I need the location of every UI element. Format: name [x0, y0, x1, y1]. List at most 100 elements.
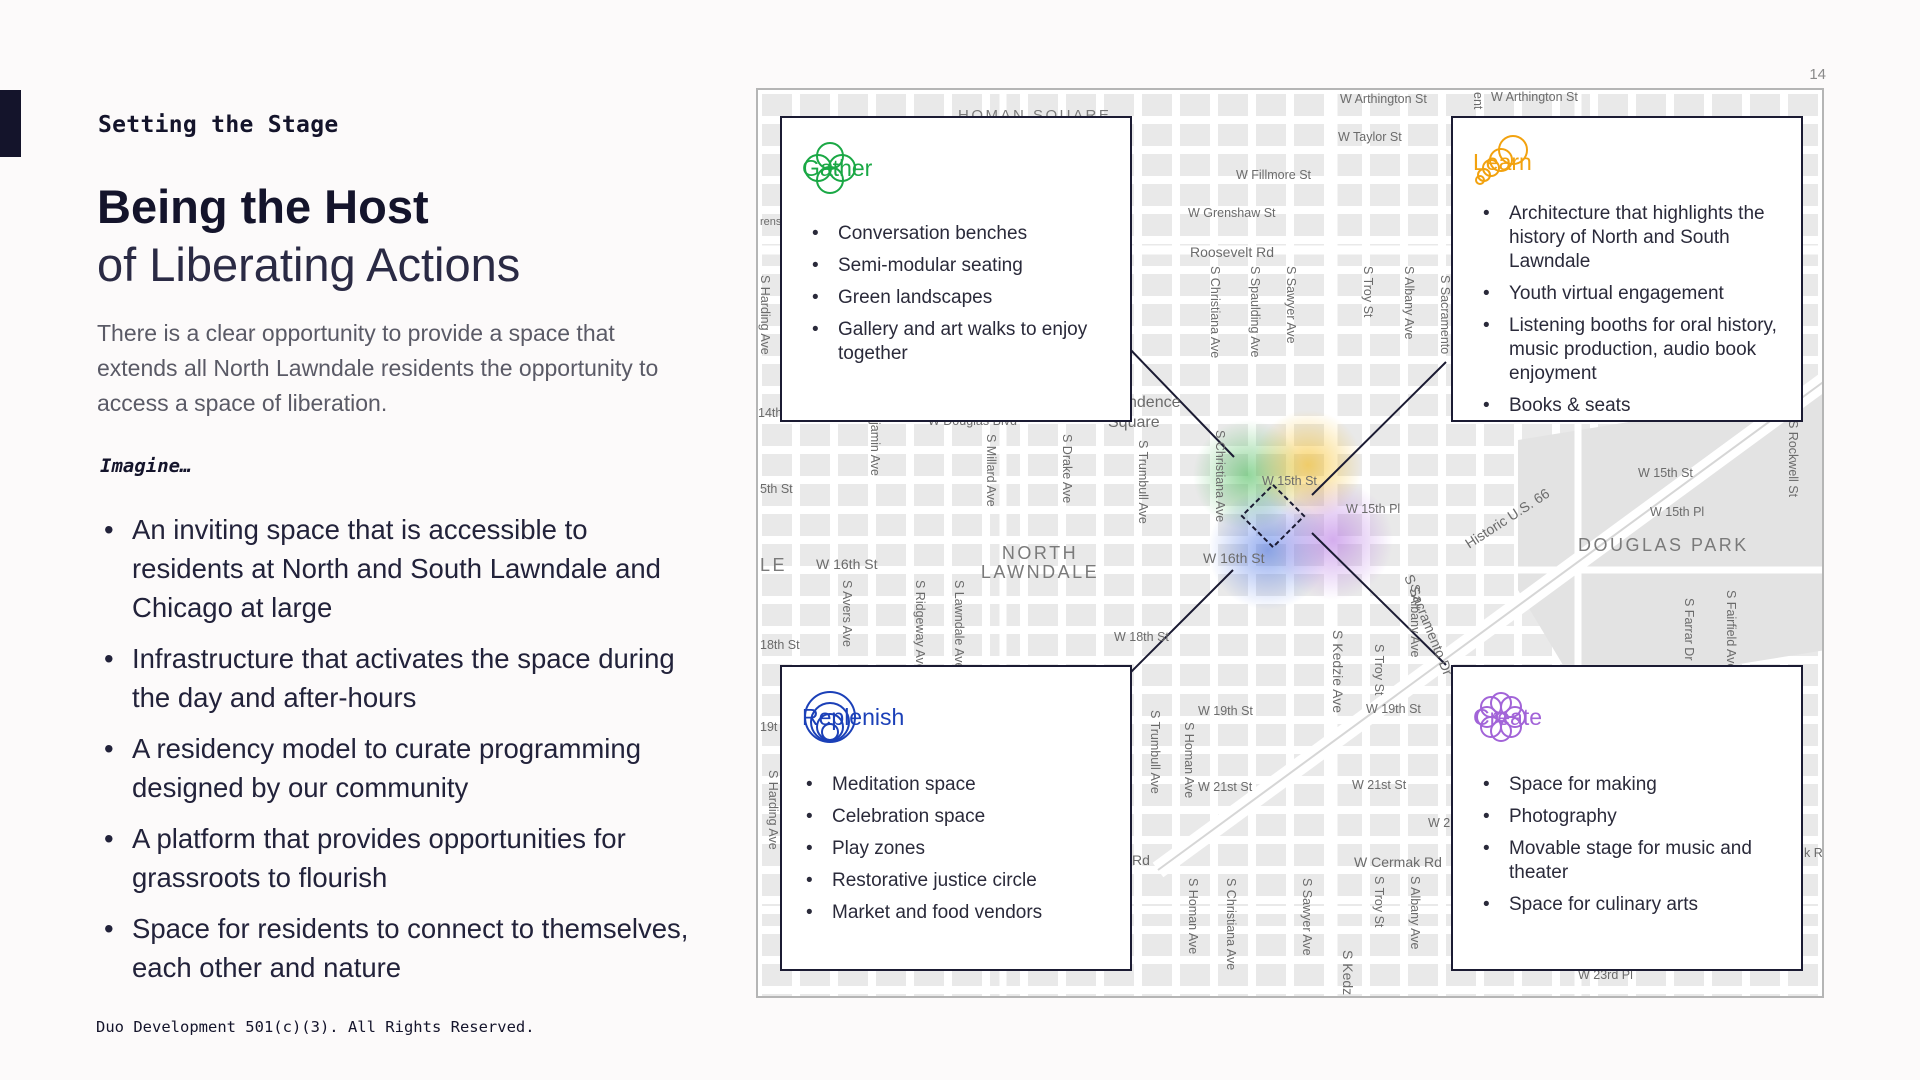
street-label: S Trumbull Ave [1136, 440, 1150, 524]
street-label: S Troy St [1372, 876, 1386, 928]
street-label: 5th St [760, 482, 793, 496]
street-label: W 16th St [816, 556, 878, 572]
street-label: S Kedz [1340, 950, 1356, 996]
learn-list: Architecture that highlights the history… [1481, 202, 1781, 426]
street-label: S Albany Ave [1402, 266, 1416, 340]
interlocking-circles-icon [804, 142, 856, 194]
create-card: Create Space for making Photography Mova… [1451, 665, 1803, 971]
create-header: Create [1473, 689, 1542, 745]
street-label: 18th St [760, 638, 800, 652]
list-item: A residency model to curate programming … [100, 729, 690, 807]
list-item: Youth virtual engagement [1481, 282, 1781, 306]
area-label: DOUGLAS PARK [1578, 535, 1749, 555]
list-item: Architecture that highlights the history… [1481, 202, 1781, 274]
street-label: ent [1471, 92, 1485, 110]
street-label: W 21st St [1352, 778, 1407, 792]
list-item: Movable stage for music and theater [1481, 837, 1781, 885]
list-item: Market and food vendors [804, 901, 1114, 925]
list-item: Play zones [804, 837, 1114, 861]
street-label: W 15th Pl [1650, 505, 1705, 519]
street-label: k R [1804, 846, 1823, 860]
list-item: Space for making [1481, 773, 1781, 797]
page-title: Being the Host of Liberating Actions [97, 178, 717, 294]
list-item: Conversation benches [810, 222, 1110, 246]
area-label: ndence [1128, 394, 1181, 411]
street-label: W Fillmore St [1236, 168, 1311, 182]
street-label: W 16th St [1203, 550, 1265, 566]
street-label: rens [760, 216, 782, 228]
street-label: S Sacramento [1438, 275, 1452, 355]
street-label: Roosevelt Rd [1190, 244, 1275, 260]
gather-card: Gather Conversation benches Semi-modular… [780, 116, 1132, 422]
title-line-1: Being the Host [97, 180, 429, 233]
area-label: NORTH LAWNDALE [980, 543, 1100, 582]
neighborhood-map: W Arthington St W Arthington St ent W Ta… [756, 88, 1824, 998]
intro-paragraph: There is a clear opportunity to provide … [97, 320, 659, 416]
street-label: W Grenshaw St [1188, 206, 1276, 220]
street-label: W 21st St [1198, 780, 1253, 794]
replenish-header: Replenish [802, 689, 904, 745]
street-label: S Trumbull Ave [1148, 710, 1162, 794]
street-label: W 19th St [1366, 702, 1421, 716]
flower-circles-icon [1476, 692, 1526, 742]
street-label: jamin Ave [868, 422, 882, 476]
street-label: S Christiana Ave [1208, 266, 1222, 359]
street-label: S Spaulding Ave [1248, 266, 1262, 358]
list-item: Photography [1481, 805, 1781, 829]
accent-bar [0, 90, 21, 157]
street-label: S Harding Ave [766, 770, 780, 850]
learn-card: Learn Architecture that highlights the h… [1451, 116, 1803, 422]
street-label: S Kedzie Ave [1330, 630, 1346, 714]
list-item: Green landscapes [810, 286, 1110, 310]
create-list: Space for making Photography Movable sta… [1481, 773, 1781, 925]
list-item: Restorative justice circle [804, 869, 1114, 893]
list-item: Gallery and art walks to enjoy together [810, 318, 1110, 366]
street-label: S Homan Ave [1186, 878, 1200, 955]
list-item: Semi-modular seating [810, 254, 1110, 278]
replenish-card: Replenish Meditation space Celebration s… [780, 665, 1132, 971]
street-label: W 15th St [1638, 466, 1693, 480]
street-label: W 18th St [1114, 630, 1169, 644]
imagine-label: Imagine… [100, 455, 192, 477]
list-item: Space for culinary arts [1481, 893, 1781, 917]
page-number: 14 [1809, 66, 1826, 83]
street-label: S Homan Ave [1182, 722, 1196, 799]
street-label: W 2 [1428, 816, 1451, 830]
street-label: S Ridgeway Ave [913, 580, 927, 671]
gather-list: Conversation benches Semi-modular seatin… [810, 222, 1110, 374]
street-label: S Lawndale Ave [952, 580, 966, 670]
nested-circles-icon [804, 691, 856, 743]
street-label: W Arthington St [1491, 90, 1578, 104]
street-label: S Harding Ave [758, 275, 772, 355]
street-label: 19t [760, 720, 778, 734]
list-item: Books & seats [1481, 394, 1781, 418]
street-label: Rd [1132, 852, 1150, 868]
list-item: Meditation space [804, 773, 1114, 797]
list-item: Space for residents to connect to themse… [100, 909, 690, 987]
gather-header: Gather [802, 140, 872, 196]
street-label: W 15th St [1262, 474, 1317, 488]
section-kicker: Setting the Stage [98, 112, 339, 138]
street-label: S Troy St [1361, 266, 1375, 318]
street-label: S Christiana Ave [1213, 430, 1227, 523]
imagine-list: An inviting space that is accessible to … [100, 510, 690, 999]
street-label: W Cermak Rd [1354, 854, 1442, 870]
list-item: Infrastructure that activates the space … [100, 639, 690, 717]
street-label: S Fairfield Ave [1724, 590, 1738, 671]
street-label: S Sawyer Ave [1300, 878, 1314, 956]
street-label: S Troy St [1372, 644, 1386, 696]
area-label: LE [760, 555, 788, 575]
street-label: S Albany Ave [1408, 584, 1422, 658]
title-line-2: of Liberating Actions [97, 238, 521, 291]
street-label: W 15th Pl [1346, 502, 1401, 516]
street-label: 14th [758, 406, 783, 420]
list-item: An inviting space that is accessible to … [100, 510, 690, 627]
street-label: S Drake Ave [1060, 434, 1074, 504]
street-label: W Taylor St [1338, 130, 1402, 144]
street-label: S Christiana Ave [1224, 878, 1238, 971]
street-label: S Farrar Dr [1682, 598, 1696, 661]
street-label: S Sawyer Ave [1284, 266, 1298, 344]
street-label: W 19th St [1198, 704, 1253, 718]
list-item: Listening booths for oral history, music… [1481, 314, 1781, 386]
street-label: S Avers Ave [840, 580, 854, 647]
